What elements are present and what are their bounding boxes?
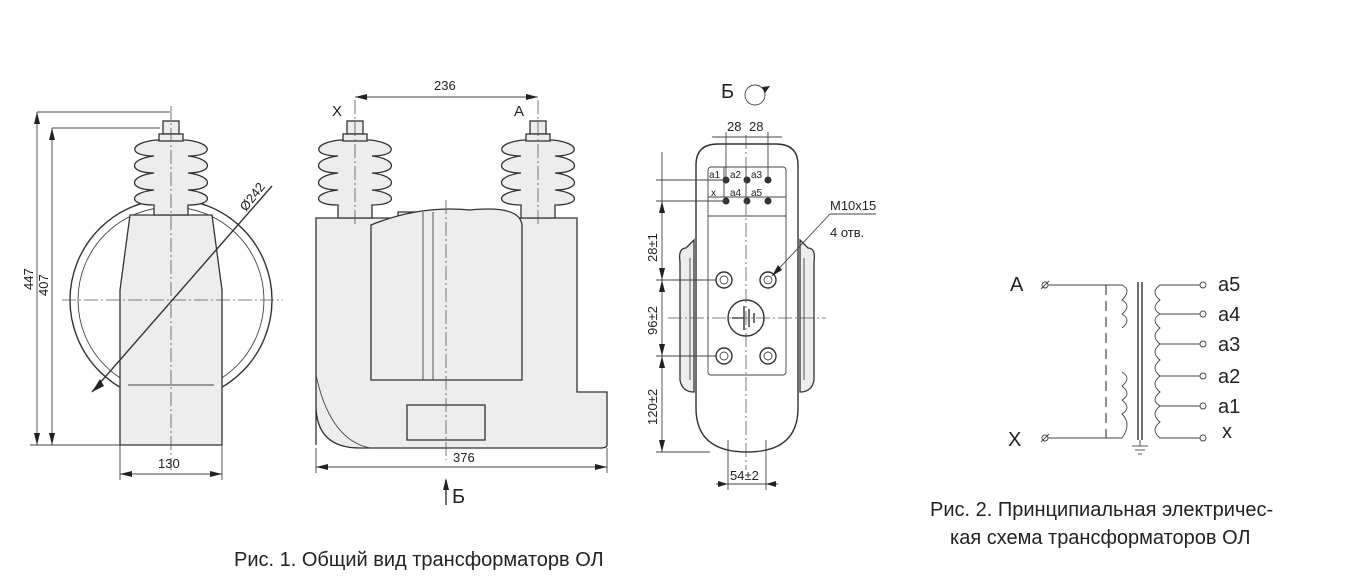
tap-a3: a3 xyxy=(1218,334,1240,356)
primary-a-label: A xyxy=(1010,274,1024,296)
view-arrow-label: Б xyxy=(452,486,465,508)
plate-outline xyxy=(695,143,799,453)
dim-28-left: 28 xyxy=(727,119,741,134)
primary-x-label: X xyxy=(1008,429,1021,451)
panel-label-a5: a5 xyxy=(751,188,763,199)
mount-hole xyxy=(715,271,733,289)
dim-236: 236 xyxy=(434,78,456,93)
tap-a1: a1 xyxy=(1218,396,1240,418)
figure2-caption-line1: Рис. 2. Принципиальная электричес- xyxy=(930,499,1273,521)
panel-label-a1: a1 xyxy=(709,170,721,181)
panel-label-a3: a3 xyxy=(751,170,763,181)
side-view: Ø242 447 407 130 xyxy=(21,106,283,480)
panel-label-a4: a4 xyxy=(730,188,742,199)
terminal-x-label: X xyxy=(332,103,342,120)
panel-label-a2: a2 xyxy=(730,170,742,181)
dim-376: 376 xyxy=(453,450,475,465)
dim-130: 130 xyxy=(158,456,180,471)
mount-hole xyxy=(759,271,777,289)
dim-28-right: 28 xyxy=(749,119,763,134)
figure1-caption: Рис. 1. Общий вид трансформаторв ОЛ xyxy=(234,549,604,571)
bolt-count: 4 отв. xyxy=(830,225,864,240)
secondary-winding xyxy=(1154,284,1200,439)
rotation-icon xyxy=(744,84,766,106)
mount-hole xyxy=(715,347,733,365)
terminal-a-label: A xyxy=(514,103,524,120)
dim-54-pm: 54±2 xyxy=(730,468,759,483)
front-view: 236 X A 376 Б xyxy=(315,78,608,508)
tap-x: x xyxy=(1222,421,1232,443)
tap-a5: a5 xyxy=(1218,274,1240,296)
primary-winding xyxy=(1106,284,1128,439)
tap-a4: a4 xyxy=(1218,304,1240,326)
dim-96-pm: 96±2 xyxy=(645,306,660,335)
panel-label-x: x xyxy=(711,188,716,199)
schematic: A X a5 a4 a3 a2 a1 x xyxy=(1008,274,1240,455)
bolt-spec: M10x15 xyxy=(830,198,876,213)
dim-28-pm: 28±1 xyxy=(645,233,660,262)
dim-447: 447 xyxy=(21,268,36,290)
mount-hole xyxy=(759,347,777,365)
dim-407: 407 xyxy=(36,274,51,296)
view-b-title: Б xyxy=(721,81,734,103)
plate-view: Б a1 a2 a3 x a4 a5 xyxy=(645,81,876,490)
figure2-caption-line2: кая схема трансформаторов ОЛ xyxy=(950,527,1251,549)
tap-a2: a2 xyxy=(1218,366,1240,388)
dim-120-pm: 120±2 xyxy=(645,389,660,425)
